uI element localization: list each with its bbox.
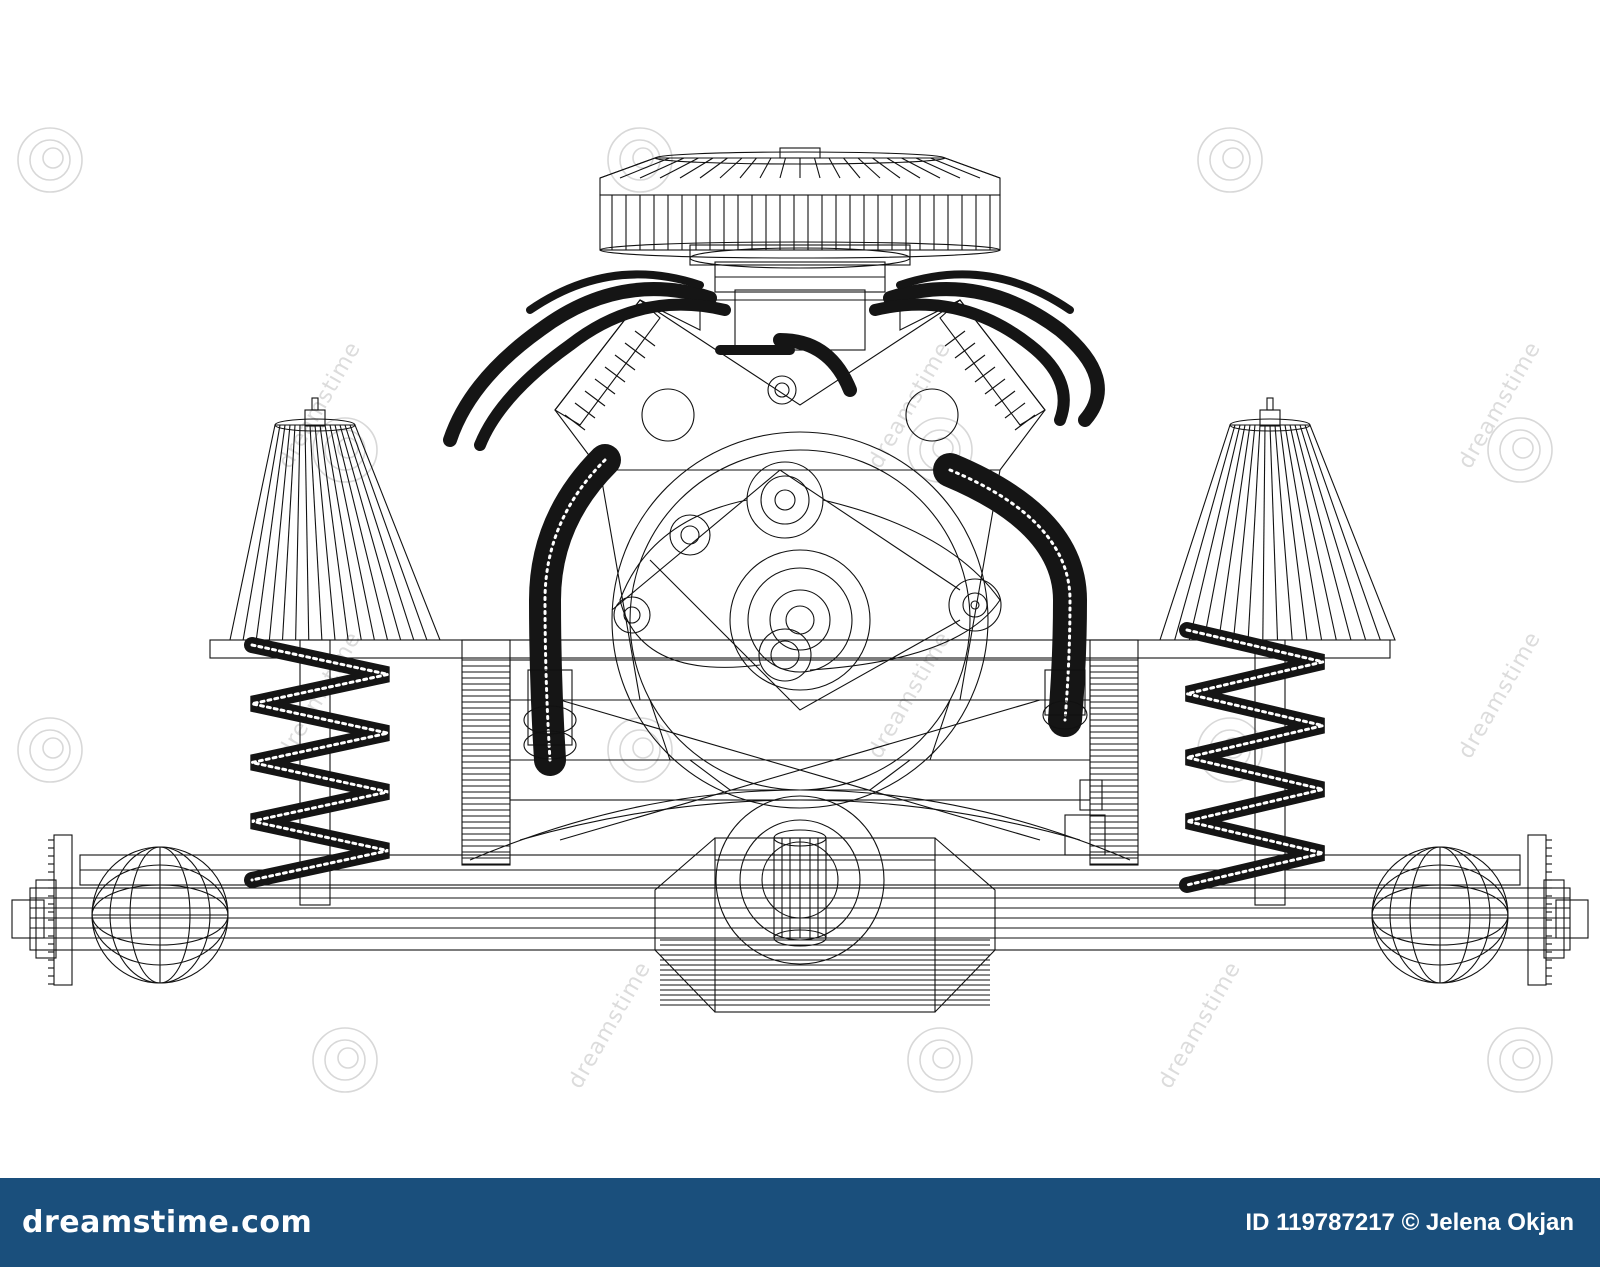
air-cleaner	[599, 147, 1001, 259]
footer-image-credit: ID 119787217 © Jelena Okjan	[1245, 1208, 1574, 1236]
exhaust-manifolds	[443, 270, 1105, 776]
dreamstime-spiral-icon	[907, 1027, 973, 1093]
watermark-text: dreamstime	[564, 957, 657, 1093]
dreamstime-spiral-icon	[312, 1027, 378, 1093]
right-wheel-bearing-sphere	[1371, 846, 1509, 984]
watermark-text: dreamstime	[1154, 957, 1247, 1093]
dreamstime-spiral-icon	[607, 717, 673, 783]
dreamstime-spiral-icon	[1487, 417, 1553, 483]
dreamstime-spiral-icon	[17, 717, 83, 783]
left-strut-tower	[229, 397, 441, 641]
right-coil-spring	[1179, 622, 1325, 893]
engine-axle-wireframe-drawing: dreamstime dreamstime dreamstime dreamstime…	[11, 127, 1589, 1093]
dreamstime-spiral-icon	[1197, 127, 1263, 193]
exhaust-pipe-ends	[523, 669, 1088, 760]
watermark-text: dreamstime	[1454, 627, 1547, 763]
footer-brand-logo[interactable]: dreamstime.com	[22, 1205, 313, 1240]
footer-bar: dreamstime.com ID 119787217 © Jelena Okj…	[0, 1178, 1600, 1267]
left-wheel-bearing-sphere	[91, 846, 229, 984]
v8-engine	[469, 244, 1131, 861]
subframe-crossmember	[209, 639, 1391, 866]
right-strut-tower	[1159, 397, 1396, 641]
left-coil-spring	[244, 637, 390, 888]
differential-housing	[654, 795, 996, 1013]
dreamstime-spiral-icon	[1487, 1027, 1553, 1093]
dreamstime-spiral-icon	[17, 127, 83, 193]
watermark-text: dreamstime	[864, 337, 957, 473]
